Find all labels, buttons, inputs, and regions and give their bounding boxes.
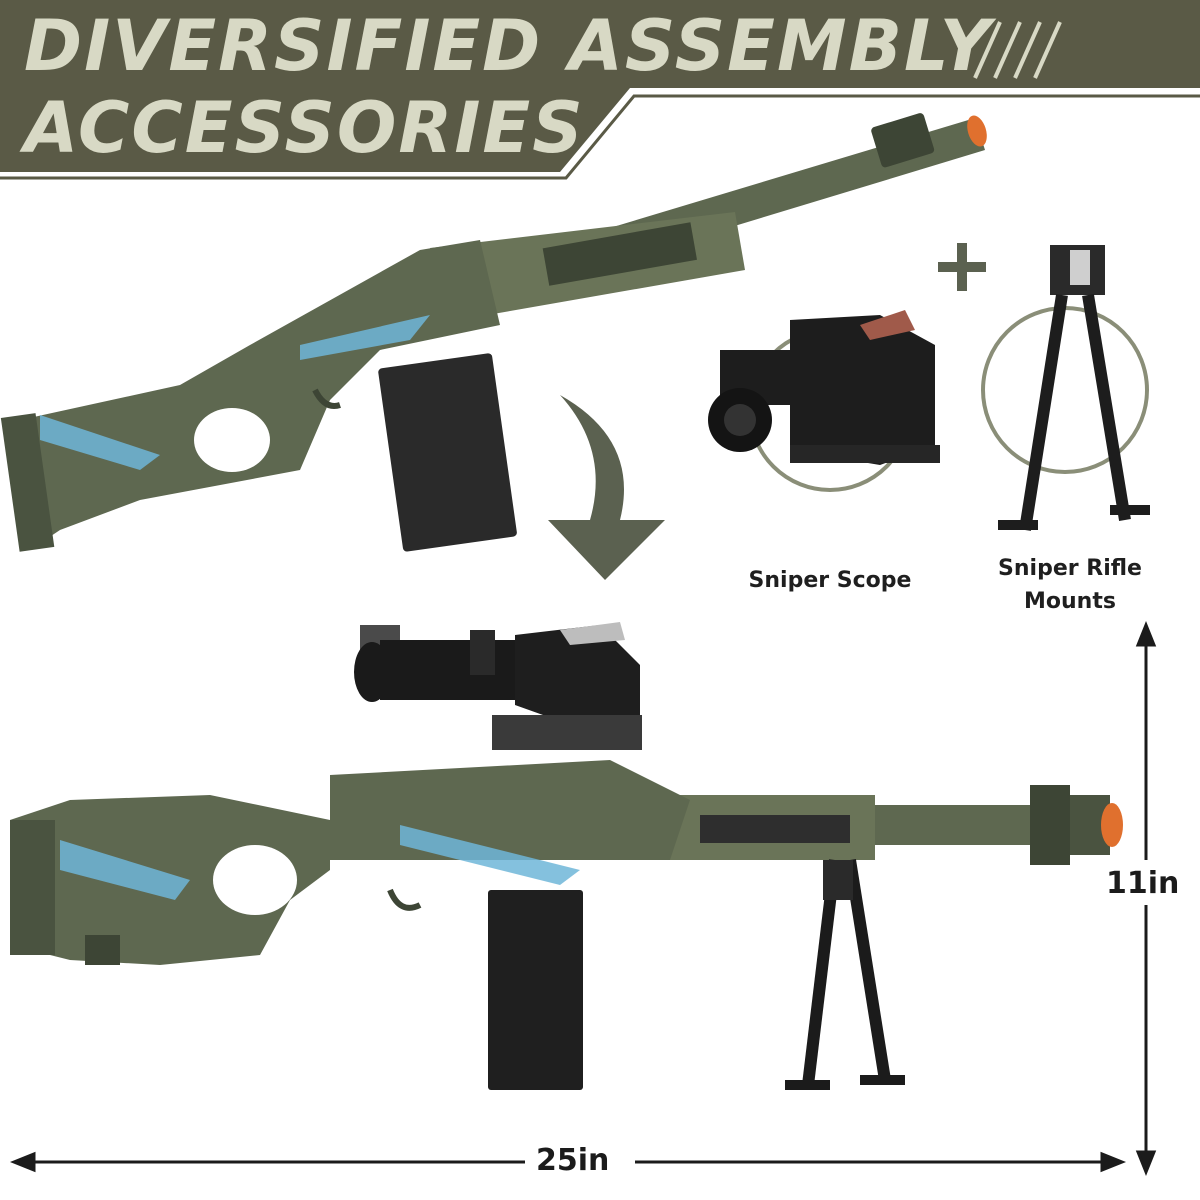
top-rifle-illustration	[0, 113, 987, 552]
plus-icon	[938, 243, 986, 291]
width-dimension-line	[9, 1151, 1127, 1173]
height-dimension-label: 11in	[1100, 866, 1186, 901]
banner-shape	[0, 0, 1200, 172]
mounts-label-line-1: Sniper Rifle	[998, 556, 1142, 581]
scope-illustration	[708, 310, 940, 492]
down-arrow-icon	[548, 395, 665, 580]
banner-stripe	[0, 94, 1200, 180]
barrel-tip-orange-bottom	[1101, 803, 1123, 847]
height-dimension-line	[1135, 620, 1157, 1177]
mounts-label-line-2: Mounts	[1024, 589, 1116, 614]
headline-line-2: ACCESSORIES	[24, 87, 585, 169]
bipod-illustration	[981, 245, 1150, 531]
headline-line-1: DIVERSIFIED ASSEMBLY	[24, 5, 993, 87]
barrel-tip-orange	[967, 115, 987, 147]
scope-label: Sniper Scope	[748, 568, 912, 593]
bottom-rifle-illustration	[10, 622, 1123, 1090]
banner-slashes-icon	[973, 21, 1062, 79]
width-dimension-label: 25in	[530, 1143, 616, 1178]
